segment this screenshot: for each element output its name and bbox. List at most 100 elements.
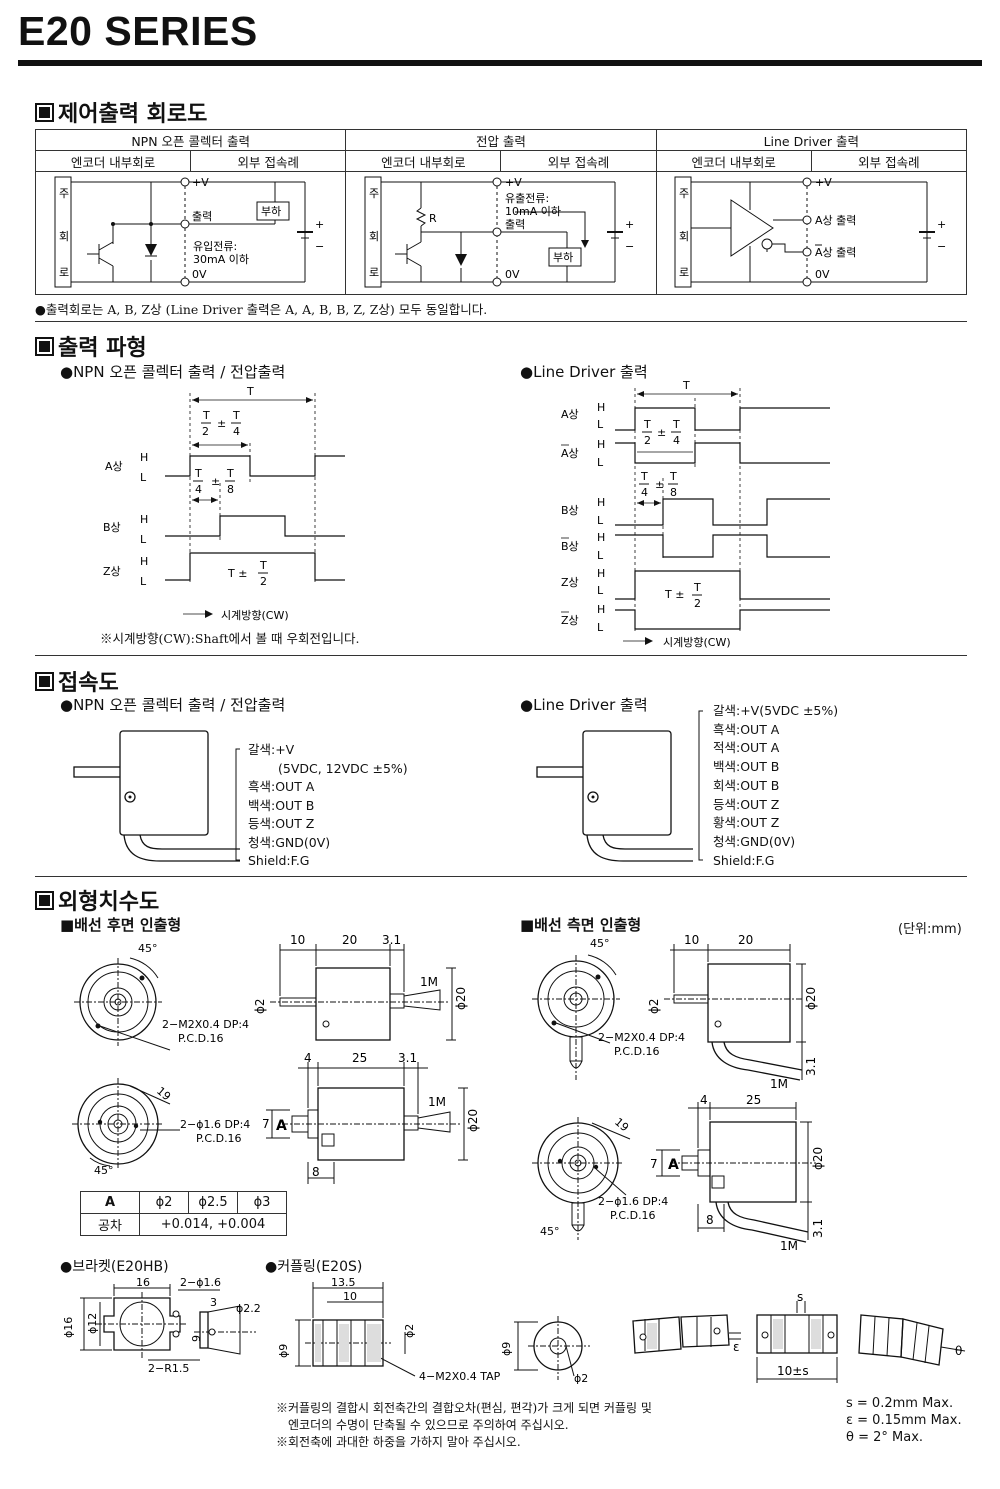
section-divider	[35, 876, 967, 877]
dim-label: 2−ϕ1.6	[180, 1276, 221, 1289]
tap-label: 2−M2X0.4 DP:4	[162, 1018, 249, 1031]
dimension-left-title: ■배선 후면 인출형	[60, 916, 182, 934]
side-label: 로	[679, 266, 689, 279]
dim-label: ϕ9	[500, 1342, 513, 1356]
svg-text:4: 4	[233, 425, 240, 438]
section-waveform-heading: 출력 파형	[35, 330, 147, 362]
zero-label: 0V	[815, 268, 830, 281]
cable-label: 1M	[780, 1239, 798, 1253]
svg-text:T ±: T ±	[664, 588, 684, 601]
svg-text:T: T	[669, 470, 677, 483]
side-front-view-2: 19 2−ϕ1.6 DP:4 P.C.D.16 45°	[532, 1115, 668, 1240]
size-table: A ϕ2 ϕ2.5 ϕ3 공차 +0.014, +0.004	[80, 1191, 287, 1236]
a-label: A	[668, 1157, 679, 1173]
period-label: T	[682, 379, 690, 392]
wire-label: (5VDC, 12VDC ±5%)	[278, 760, 408, 776]
side-label: 회	[679, 230, 689, 243]
section-divider	[35, 321, 967, 322]
title-rule	[18, 60, 982, 66]
bracket-drawing: 16 2−ϕ1.6 3 ϕ2.2 ϕ16 ϕ12 9 2−R1.5	[62, 1276, 261, 1375]
dim-label: ϕ20	[454, 987, 468, 1010]
npn-circuit-cell	[34, 171, 347, 295]
dim-label: 13.5	[331, 1276, 356, 1289]
epsilon-label: ε	[733, 1340, 740, 1354]
plus-label: +	[937, 218, 946, 231]
radius-label: 19	[612, 1115, 631, 1134]
dim-label: 2−R1.5	[148, 1362, 189, 1375]
circuit-header-linedriver: Line Driver 출력	[655, 129, 968, 151]
side-label: 회	[369, 230, 379, 243]
dim-label: 3.1	[804, 1057, 818, 1076]
svg-text:H: H	[140, 555, 148, 568]
minus-label: −	[937, 240, 946, 253]
period-label: T	[246, 385, 254, 398]
plus-label: +	[315, 218, 324, 231]
phase-label: A상	[561, 447, 579, 460]
circuit-subheader: 엔코더 내부회로	[345, 150, 502, 172]
wire-label: 백색:OUT B	[713, 759, 780, 775]
svg-text:T: T	[259, 559, 267, 572]
svg-text:T: T	[226, 467, 234, 480]
side-front-view-1: 45° 2−M2X0.4 DP:4 P.C.D.16	[532, 937, 685, 1080]
square-bullet-icon	[35, 337, 54, 356]
dim-label: ϕ20	[811, 1147, 825, 1170]
zero-label: 0V	[192, 268, 207, 281]
section-divider	[35, 655, 967, 656]
wire-label: 회색:OUT B	[713, 777, 780, 793]
rear-side-view-2: 4 25 3.1 1M 8 7 A ϕ20	[262, 1051, 480, 1184]
coupling-error-drawings: ε 10±s s θ	[632, 1290, 966, 1383]
size-table-header: ϕ3	[237, 1191, 287, 1214]
svg-text:H: H	[140, 451, 148, 464]
cable-label: 1M	[770, 1077, 788, 1091]
angle-label: 45°	[540, 1225, 560, 1238]
vplus-label: +V	[815, 176, 832, 189]
size-table-row-label: 공차	[80, 1213, 140, 1236]
phase-label: B상	[103, 521, 121, 534]
dim-label: 8	[312, 1165, 320, 1179]
waveform-right-title: ●Line Driver 출력	[520, 363, 648, 381]
svg-text:T: T	[693, 581, 701, 594]
a-output-label: A상 출력	[815, 214, 856, 227]
note-line: ※커플링의 결합시 회전축간의 결합오차(편심, 편각)가 크게 되면 커플링 …	[276, 1401, 652, 1415]
dim-label: 20	[738, 933, 753, 947]
angle-label: 45°	[138, 942, 158, 955]
rear-front-view-1: 45° 2−M2X0.4 DP:4 P.C.D.16	[74, 942, 249, 1051]
cable-label: 1M	[420, 975, 438, 989]
square-bullet-icon	[35, 891, 54, 910]
circuit-header-voltage: 전압 출력	[345, 129, 657, 151]
vplus-label: +V	[505, 176, 522, 189]
svg-text:H: H	[597, 438, 605, 451]
dim-label: ϕ2.2	[236, 1302, 261, 1315]
vplus-label: +V	[192, 176, 209, 189]
circuit-subheader: 외부 접속례	[500, 150, 657, 172]
coupling-side-drawing: 13.5 10 ϕ2 ϕ9 4−M2X0.4 TAP	[277, 1276, 501, 1383]
square-bullet-icon	[35, 103, 54, 122]
svg-text:H: H	[597, 496, 605, 509]
coupling-title: ●커플링(E20S)	[265, 1259, 363, 1275]
npn-circuit-diagram: 주 회 로 +V 출력 부하 유입전류: 30mA 이하 0V + −	[54, 176, 324, 288]
section-dimension-heading: 외형치수도	[35, 884, 159, 916]
linedriver-circuit-diagram: 주 회 로 +V A상 출력 A상 출력 0V + −	[674, 176, 946, 288]
section-connection-heading: 접속도	[35, 665, 119, 697]
waveform-npn-diagram: T T2 ± T4 T4 ± T8 T ± T2 A상 HL B상 HL Z상 …	[103, 385, 345, 622]
wire-label: 갈색:+V(5VDC ±5%)	[713, 703, 839, 718]
svg-text:2: 2	[694, 597, 701, 610]
plus-label: +	[625, 218, 634, 231]
svg-text:L: L	[597, 584, 604, 597]
circuit-subheader: 엔코더 내부회로	[655, 150, 812, 172]
dim-label: 25	[352, 1051, 367, 1065]
dim-label: 10	[343, 1290, 357, 1303]
side-label: 로	[59, 266, 69, 279]
size-table-value: +0.014, +0.004	[139, 1213, 287, 1236]
dim-label: 8	[706, 1213, 714, 1227]
dim-label: 4	[700, 1093, 708, 1107]
phase-label: B상	[561, 504, 579, 517]
dim-label: ϕ2	[574, 1372, 588, 1385]
svg-text:2: 2	[644, 434, 651, 447]
dim-label: 3.1	[382, 933, 401, 947]
output-label: 출력	[192, 210, 212, 223]
side-side-view-2: 4 25 8 7 A 1M ϕ20 3.1	[650, 1093, 825, 1253]
phase-label: Z상	[103, 565, 121, 578]
svg-text:L: L	[597, 514, 604, 527]
wire-label: 등색:OUT Z	[713, 796, 780, 812]
